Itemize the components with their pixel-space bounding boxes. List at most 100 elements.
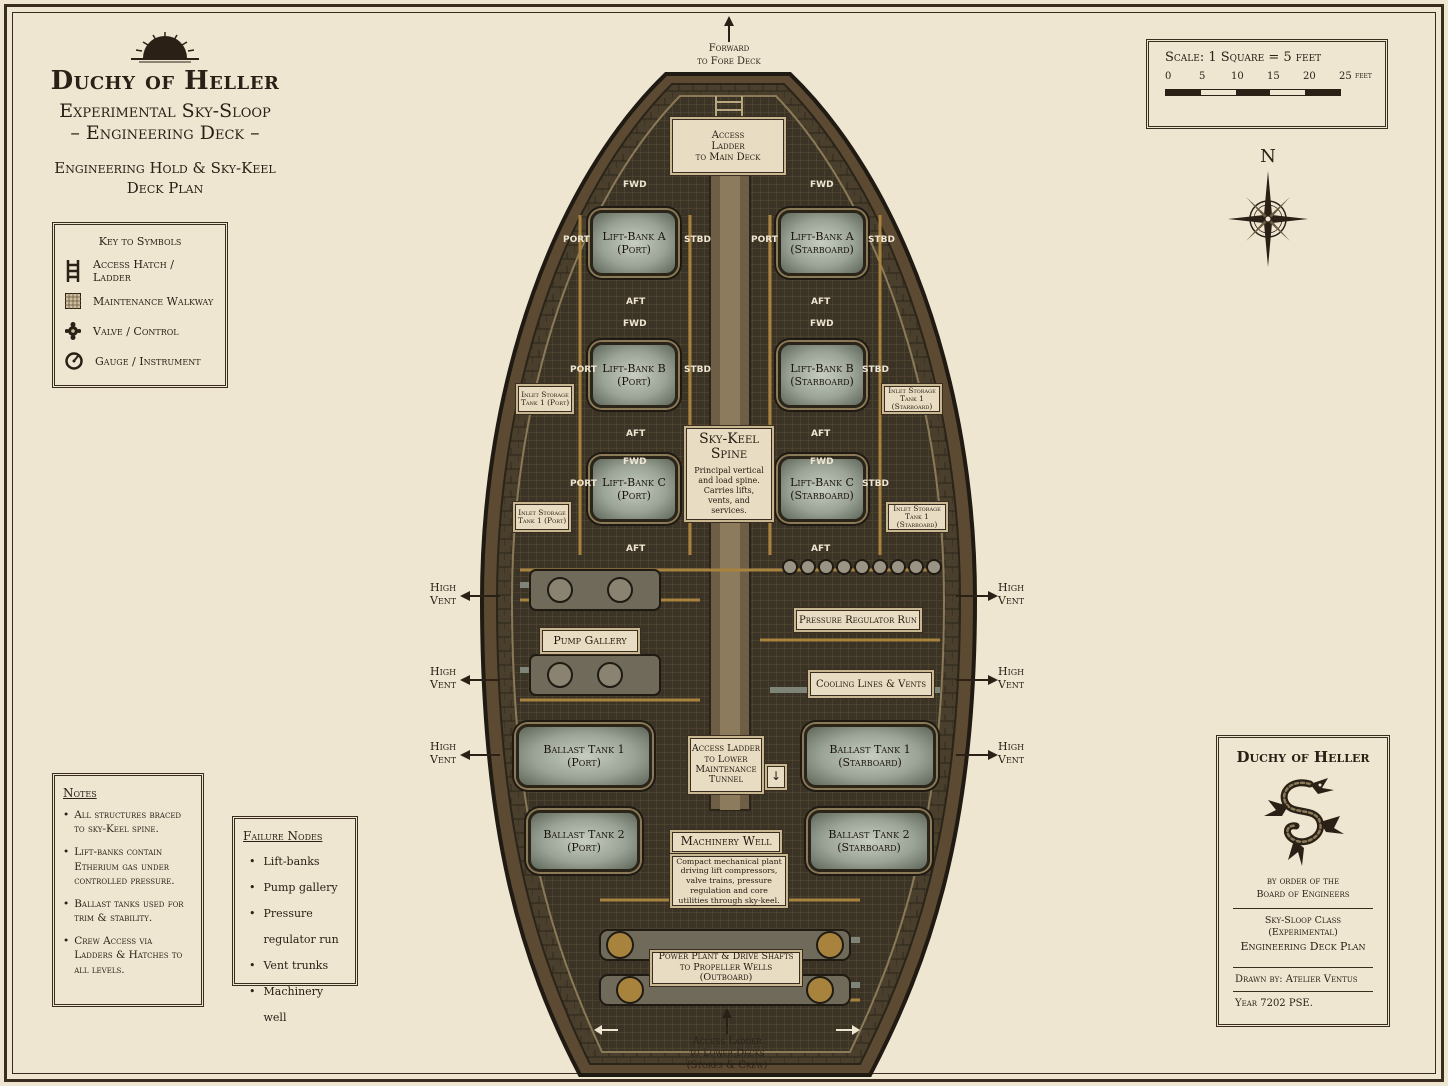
note-text: All structures braced to sky-Keel spine. (74, 809, 182, 836)
lift-bank-name: Lift-Bank C (602, 475, 666, 489)
dir-fwd-label: FWD (810, 319, 834, 329)
cartouche-divider (1233, 991, 1373, 993)
failure-node-item: •Machinery well (243, 979, 347, 1031)
access-ladder-main-deck[interactable]: Access Ladder to Main Deck (672, 119, 784, 173)
scale-panel: Scale: 1 Square = 5 feet 0 5 10 15 20 25… (1146, 39, 1388, 129)
cooling-lines-label[interactable]: Cooling Lines & Vents (810, 672, 932, 696)
access-decks-line-2: to Lower Decks (689, 1048, 765, 1059)
dir-port-label: PORT (570, 365, 597, 375)
lift-bank-name: Lift-Bank C (790, 475, 854, 489)
access-decks-line-3: (Stores & Crew) (686, 1060, 768, 1071)
spine-description: Principal vertical and load spine. Carri… (694, 466, 764, 516)
failure-node-text: Vent trunks (263, 959, 329, 972)
lift-bank-a-port[interactable]: Lift-Bank A (Port) (590, 210, 678, 276)
lift-bank-b-port[interactable]: Lift-Bank B (Port) (590, 342, 678, 408)
failure-node-item: •Pump gallery (243, 875, 347, 901)
vent-arrow-lines (466, 595, 992, 756)
spine-title-1: Sky-Keel (699, 430, 759, 447)
dragon-crest-icon (1264, 778, 1344, 866)
power-plant-label[interactable]: Power Plant & Drive Shafts to Propeller … (652, 951, 800, 984)
title-deck: – Engineering Deck – (70, 122, 260, 144)
dir-aft-label: AFT (626, 429, 646, 439)
dir-port-label: PORT (751, 235, 778, 245)
inlet-tank-port-lower[interactable]: Inlet Storage Tank 1 (Port) (515, 504, 569, 530)
ballast-tank-side: (Starboard) (838, 756, 902, 769)
forward-label-line-2: to Fore Deck (697, 55, 761, 67)
failure-node-item: •Vent trunks (243, 953, 347, 979)
notes-panel: Notes •All structures braced to sky-Keel… (52, 773, 204, 1007)
failure-node-text: Lift-banks (263, 855, 320, 868)
port-propeller-arrow-icon (594, 1025, 602, 1035)
dir-stbd-label: STBD (862, 479, 889, 489)
lift-bank-side: (Port) (617, 243, 651, 256)
lift-bank-side: (Port) (617, 375, 651, 388)
failure-node-text: Pressure regulator run (263, 907, 339, 946)
inlet-tank-starboard-upper[interactable]: Inlet Storage Tank 1 (Starboard) (884, 386, 940, 412)
ballast-tank-1-port[interactable]: Ballast Tank 1 (Port) (516, 724, 652, 788)
lift-bank-b-starboard[interactable]: Lift-Bank B (Starboard) (778, 342, 866, 408)
ballast-tank-side: (Starboard) (837, 841, 901, 854)
inlet-tank-line-2: Tank 1 (Port) (520, 398, 570, 407)
lift-bank-c-port[interactable]: Lift-Bank C (Port) (590, 456, 678, 522)
dir-stbd-label: STBD (684, 365, 711, 375)
pump-gallery-label[interactable]: Pump Gallery (542, 630, 638, 652)
scale-tick: 15 (1267, 71, 1280, 82)
vent-line-1: High (430, 665, 457, 678)
failure-node-item: •Pressure regulator run (243, 901, 347, 953)
dir-fwd-label: FWD (623, 180, 647, 190)
subtitle-line-2: Deck Plan (126, 179, 204, 198)
access-main-line-2: Ladder (711, 140, 745, 152)
access-main-line-3: to Main Deck (695, 151, 761, 163)
dir-fwd-label: FWD (810, 457, 834, 467)
ballast-tank-2-starboard[interactable]: Ballast Tank 2 (Starboard) (808, 810, 930, 872)
dir-fwd-label: FWD (623, 457, 647, 467)
note-text: Crew Access via Ladders & Hatches to all… (74, 935, 183, 976)
sky-keel-spine-label[interactable]: Sky-Keel Spine Principal vertical and lo… (686, 428, 772, 520)
forward-label-line-1: Forward (708, 43, 750, 54)
machinery-well-title[interactable]: Machinery Well (672, 832, 780, 852)
lift-bank-side: (Starboard) (790, 489, 854, 502)
compass-star-icon (1228, 171, 1308, 267)
cartouche-drawn-by: Drawn by: Atelier Ventus (1235, 974, 1358, 986)
ballast-tank-1-starboard[interactable]: Ballast Tank 1 (Starboard) (804, 724, 936, 788)
note-item: •Ballast tanks used for trim & stability… (63, 897, 193, 925)
cartouche-divider (1233, 907, 1373, 909)
symbol-key: Key to Symbols Access Hatch / Ladder Mai… (52, 222, 228, 388)
lift-bank-name: Lift-Bank A (602, 229, 666, 243)
dir-fwd-label: FWD (810, 180, 834, 190)
scale-tick: 20 (1303, 71, 1316, 82)
lift-bank-c-starboard[interactable]: Lift-Bank C (Starboard) (778, 456, 866, 522)
vent-line-1: High (998, 740, 1025, 753)
cartouche-year: Year 7202 PSE. (1235, 998, 1313, 1010)
dir-aft-label: AFT (811, 297, 831, 307)
vent-line-2: Vent (998, 593, 1025, 607)
key-label-ladder: Access Hatch / Ladder (93, 258, 174, 284)
dir-aft-label: AFT (811, 544, 831, 554)
vent-line-1: High (998, 581, 1025, 594)
vent-line-1: High (430, 740, 457, 753)
inlet-tank-port-upper[interactable]: Inlet Storage Tank 1 (Port) (518, 386, 572, 412)
inlet-tank-line-2: Tank 1 (Starboard) (891, 393, 933, 412)
pressure-regulator-run-label[interactable]: Pressure Regulator Run (796, 610, 920, 630)
hatch-down-arrow-icon[interactable]: ↓ (767, 766, 785, 788)
vent-line-2: Vent (998, 752, 1025, 766)
lift-bank-name: Lift-Bank A (790, 229, 854, 243)
inlet-tank-starboard-lower[interactable]: Inlet Storage Tank 1 (Starboard) (888, 504, 946, 530)
failure-node-text: Pump gallery (263, 881, 338, 894)
ballast-tank-2-port[interactable]: Ballast Tank 2 (Port) (528, 810, 640, 872)
dir-port-label: PORT (570, 479, 597, 489)
ballast-tank-side: (Port) (567, 841, 601, 854)
vent-line-1: High (998, 665, 1025, 678)
key-title: Key to Symbols (98, 235, 182, 248)
scale-tick: 0 (1165, 71, 1172, 82)
access-lower-decks-label: Access Ladder to Lower Decks (Stores & C… (670, 1036, 784, 1072)
forward-arrow-icon (724, 16, 734, 26)
lift-bank-a-starboard[interactable]: Lift-Bank A (Starboard) (778, 210, 866, 276)
access-lower-line-2: to Lower (704, 753, 748, 765)
lift-bank-name: Lift-Bank B (790, 361, 854, 375)
access-ladder-lower-tunnel[interactable]: Access Ladder to Lower Maintenance Tunne… (690, 738, 762, 792)
access-main-line-1: Access (711, 129, 745, 141)
